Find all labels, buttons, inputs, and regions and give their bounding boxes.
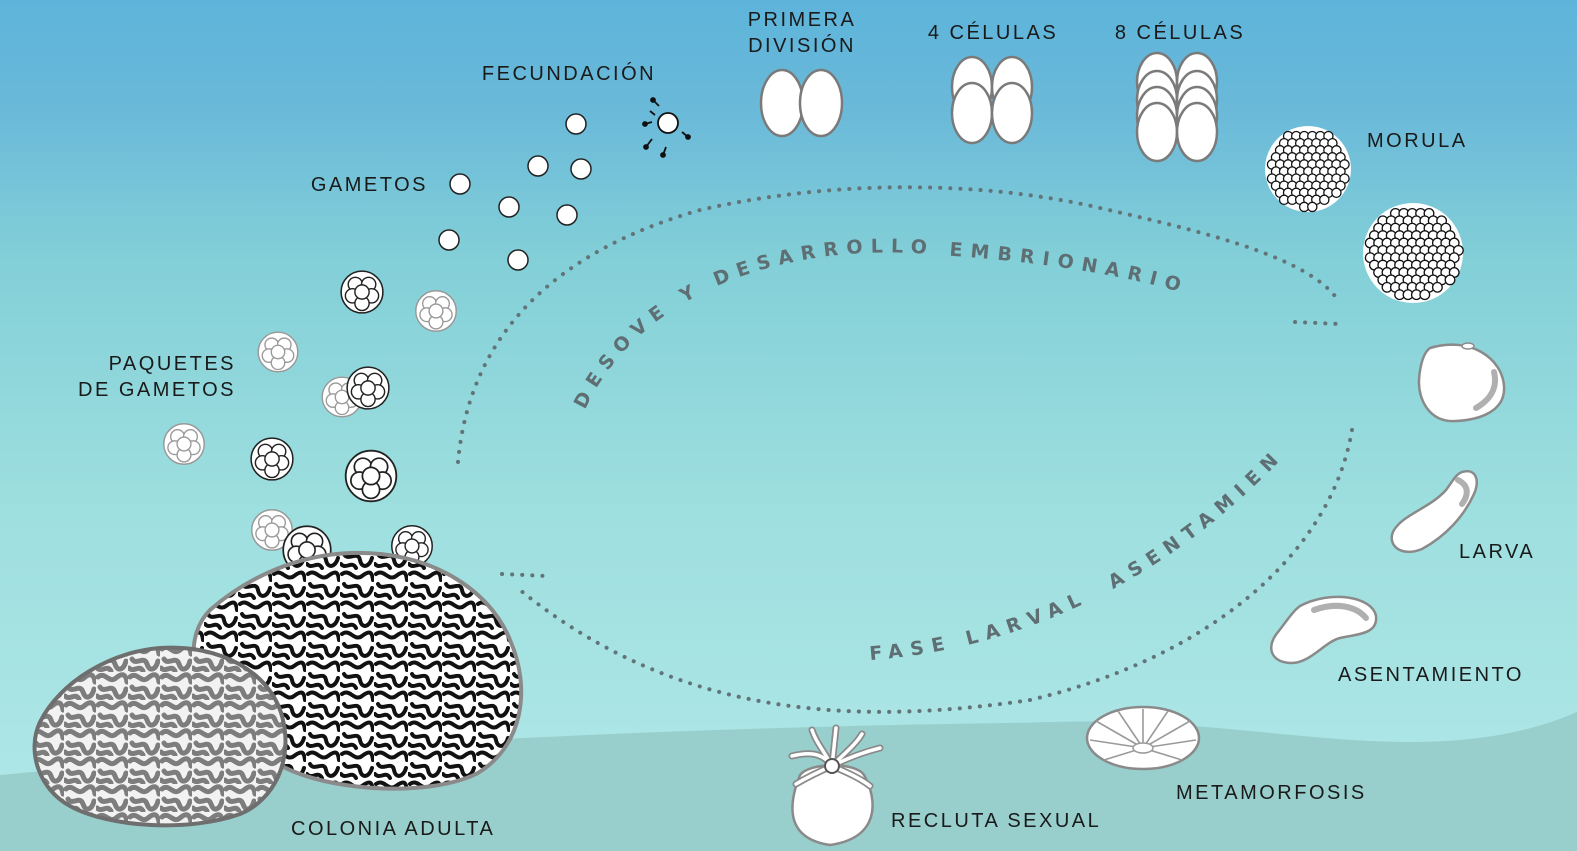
morula-large — [1363, 203, 1463, 303]
label-recluta-sexual: RECLUTA SEXUAL — [891, 808, 1101, 834]
label-paquetes-line1: PAQUETES — [40, 351, 236, 377]
label-4-celulas: 4 CÉLULAS — [918, 20, 1068, 46]
label-paquetes-line2: DE GAMETOS — [40, 377, 236, 403]
morula-small — [1265, 126, 1351, 212]
label-8-celulas: 8 CÉLULAS — [1105, 20, 1255, 46]
label-fecundacion: FECUNDACIÓN — [474, 61, 664, 87]
label-primera-division-line1: PRIMERA — [736, 7, 868, 33]
label-metamorfosis: METAMORFOSIS — [1176, 780, 1367, 806]
label-asentamiento: ASENTAMIENTO — [1338, 662, 1524, 688]
label-morula: MORULA — [1367, 128, 1468, 154]
label-primera-division-line2: DIVISIÓN — [736, 33, 868, 59]
label-colonia-adulta: COLONIA ADULTA — [291, 816, 495, 842]
label-paquetes-de-gametos: PAQUETES DE GAMETOS — [40, 351, 236, 403]
label-gametos: GAMETOS — [290, 172, 428, 198]
label-larva: LARVA — [1459, 539, 1535, 565]
metamorphosis-polyp-disc — [1087, 707, 1199, 769]
label-primera-division: PRIMERA DIVISIÓN — [736, 7, 868, 59]
